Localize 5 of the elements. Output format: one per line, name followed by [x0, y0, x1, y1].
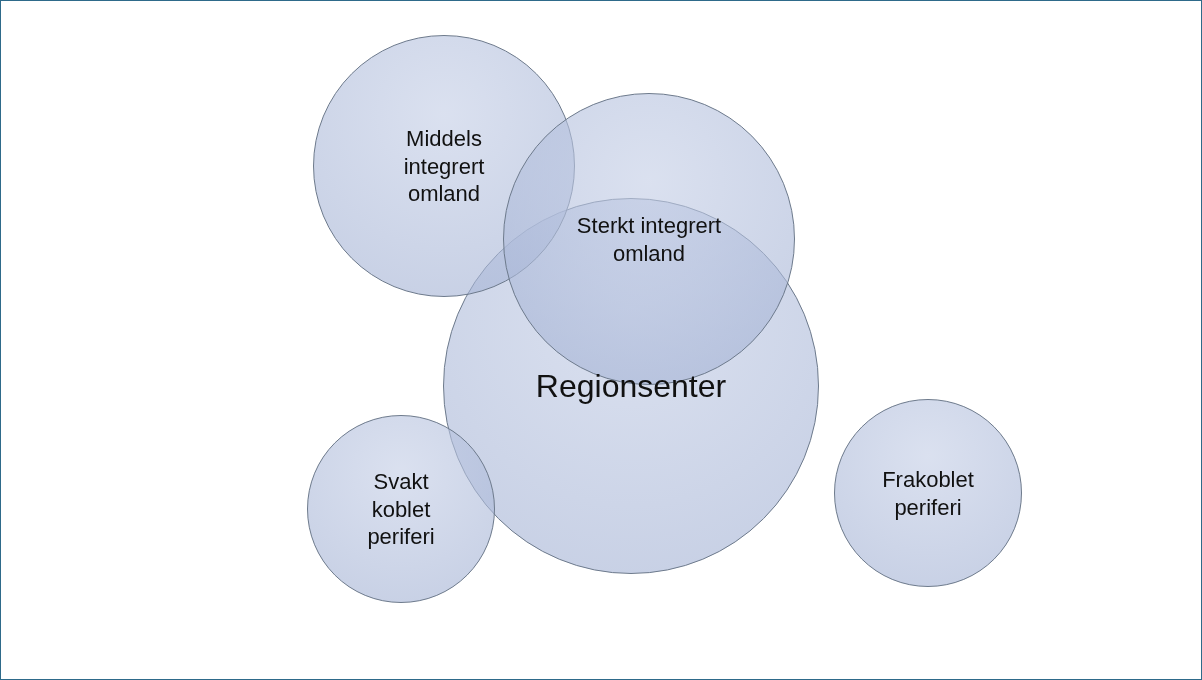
circle-label: Sterkt integrert omland [575, 211, 723, 267]
circle-label: Svakt koblet periferi [366, 467, 436, 551]
circle-label: Middels integrert omland [402, 124, 486, 208]
circle-label: Frakoblet periferi [881, 465, 975, 521]
circle-label: Regionsenter [534, 367, 728, 406]
